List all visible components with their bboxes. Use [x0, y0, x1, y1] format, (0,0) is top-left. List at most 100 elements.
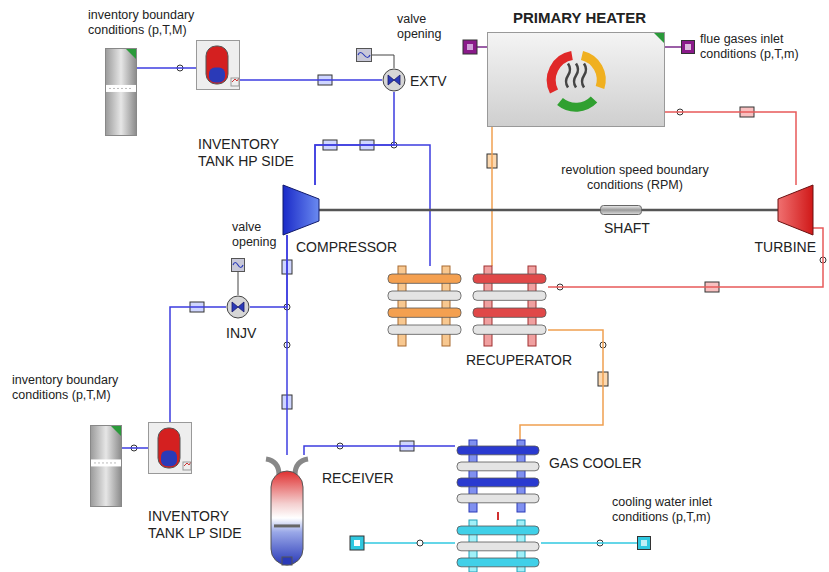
component-icon: RECEIVER	[262, 455, 312, 567]
component-icon	[158, 428, 180, 468]
component-icon	[184, 462, 191, 466]
component-icon	[566, 64, 586, 88]
component-icon	[560, 100, 594, 108]
component-label: INVENTORY TANK HP SIDE	[198, 136, 313, 170]
component-icon	[681, 40, 695, 54]
component-icon	[149, 423, 192, 474]
pipe-line	[548, 228, 823, 287]
component-icon	[383, 69, 405, 91]
component-icon	[473, 291, 546, 300]
component-icon	[111, 426, 121, 436]
component-icon	[226, 295, 250, 319]
pipe-line	[548, 228, 823, 287]
pipe-line	[238, 272, 239, 295]
component-icon	[283, 185, 319, 235]
component-icon	[227, 296, 249, 318]
component-icon	[206, 46, 228, 84]
component-icon	[282, 557, 292, 565]
component-icon	[183, 462, 191, 470]
component-icon	[262, 455, 312, 567]
pipe-line	[137, 67, 196, 69]
component-icon	[457, 446, 539, 455]
component-icon	[106, 49, 137, 136]
component-icon	[105, 48, 137, 136]
component-icon	[388, 75, 400, 85]
pipe-line	[122, 448, 148, 449]
pipe-line	[240, 79, 382, 81]
component-icon	[388, 308, 461, 317]
cooling-water-outlet	[350, 536, 364, 550]
pipe-line	[372, 55, 394, 68]
component-icon	[233, 263, 243, 268]
pipe-line	[665, 46, 681, 48]
pipe-line	[541, 543, 637, 544]
component-icon	[457, 526, 539, 535]
component-icon	[196, 40, 240, 90]
component-icon	[487, 32, 665, 127]
component-icon	[357, 49, 372, 62]
component-icon	[356, 48, 372, 62]
component-icon: inventory boundary conditions (p,T,M)	[105, 48, 137, 136]
pipe-line	[240, 80, 382, 81]
component-icon	[388, 325, 461, 334]
component-icon	[473, 308, 546, 317]
component-icon: RECUPERATOR	[386, 266, 548, 346]
component-icon	[682, 41, 695, 54]
flue-gas-outlet	[463, 40, 477, 54]
component-label: INJV	[226, 325, 266, 342]
pipe-line	[541, 542, 637, 544]
component-label: RECEIVER	[322, 470, 412, 487]
component-icon	[232, 78, 239, 82]
component-icon: inventory boundary conditions (p,T,M)	[90, 425, 122, 507]
cooling-water-outlet	[417, 540, 423, 546]
component-icon: GAS COOLER	[455, 440, 541, 572]
component-icon	[386, 266, 548, 346]
component-icon	[91, 426, 122, 507]
component-label: GAS COOLER	[549, 455, 659, 472]
component-icon	[94, 462, 118, 463]
component-label: PRIMARY HEATER	[513, 9, 683, 27]
component-label: SHAFT	[604, 220, 664, 237]
component-icon	[90, 425, 122, 507]
pipe-line	[665, 47, 681, 48]
component-icon	[637, 536, 651, 550]
pipe-line	[170, 307, 226, 422]
pipe-line	[642, 210, 778, 211]
pipe-line	[319, 210, 600, 211]
pipe-line	[520, 330, 603, 440]
component-icon: INVENTORY TANK LP SIDE	[148, 422, 192, 474]
component-icon	[295, 459, 308, 475]
pipe-line	[319, 209, 600, 212]
component-icon: INJV	[226, 295, 250, 319]
component-icon	[109, 88, 133, 89]
component-icon	[488, 33, 665, 127]
pipe-line	[304, 446, 455, 455]
pipe-line	[238, 272, 239, 295]
pipe-line	[122, 447, 148, 449]
component-icon	[457, 558, 539, 567]
boundary-note: flue gases inlet conditions (p,T,m)	[700, 32, 820, 62]
boundary-note: cooling water inlet conditions (p,T,m)	[612, 495, 747, 525]
flue-gas-outlet	[467, 44, 473, 50]
component-icon	[388, 291, 461, 300]
component-icon	[232, 302, 244, 312]
component-icon	[388, 274, 461, 283]
component-icon	[271, 471, 303, 565]
flue-gas-outlet	[463, 40, 487, 54]
component-icon: valve opening	[231, 258, 245, 272]
pipe-line	[304, 446, 455, 455]
component-icon	[91, 459, 121, 466]
component-icon	[497, 512, 499, 520]
component-icon	[231, 258, 245, 272]
component-icon	[161, 451, 177, 467]
boundary-note: valve opening	[397, 12, 457, 42]
component-icon	[455, 440, 541, 572]
component-icon	[457, 542, 539, 551]
pipe-line	[492, 127, 493, 266]
component-label: TURBINE	[740, 239, 816, 256]
component-icon: PRIMARY HEATER	[487, 32, 665, 127]
component-icon	[266, 459, 279, 475]
component-icon	[601, 206, 642, 215]
component-icon: cooling water inlet conditions (p,T,m)	[637, 536, 651, 550]
